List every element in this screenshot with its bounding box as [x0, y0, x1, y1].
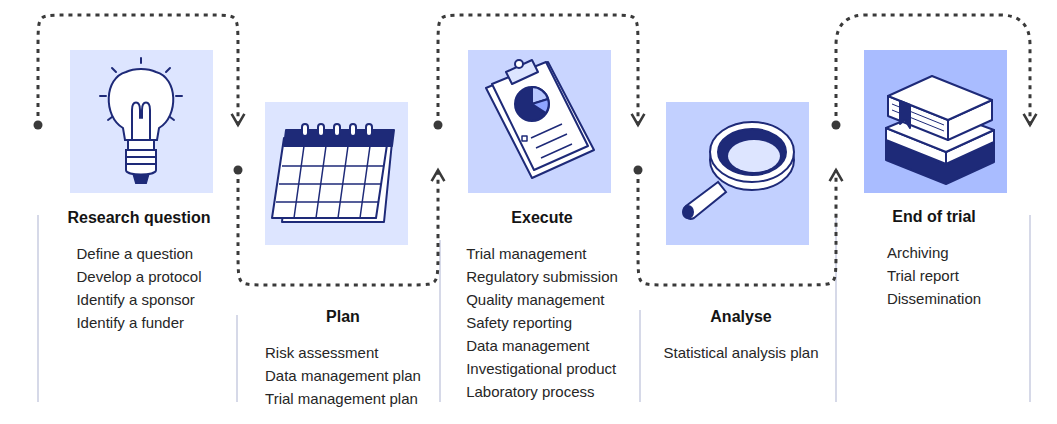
stage-column: End of trialArchivingTrial reportDissemi…	[836, 0, 1029, 424]
dotted-arrow	[38, 15, 238, 125]
stage-heading: Execute	[452, 207, 632, 229]
dotted-arrow	[836, 15, 1030, 125]
magnifier-icon	[683, 122, 794, 219]
clipboard-icon	[486, 60, 594, 178]
task-item: Trial management plan	[265, 387, 421, 410]
stage-column: PlanRisk assessmentData management planT…	[238, 0, 437, 424]
stage-heading: Analyse	[650, 306, 832, 328]
task-item: Identify a sponsor	[76, 288, 201, 311]
calendar-icon	[272, 124, 394, 222]
task-list: Risk assessmentData management planTrial…	[265, 341, 421, 410]
stage-text: PlanRisk assessmentData management planT…	[252, 306, 434, 410]
task-item: Archiving	[887, 241, 981, 264]
stage-column: ExecuteTrial managementRegulatory submis…	[438, 0, 637, 424]
icon-tile	[468, 50, 611, 193]
dotted-arrow	[238, 170, 438, 285]
stage-heading: End of trial	[848, 206, 1020, 228]
stage-text: AnalyseStatistical analysis plan	[650, 306, 832, 364]
separator-lines	[38, 215, 1030, 402]
task-item: Dissemination	[887, 287, 981, 310]
stage-heading: Research question	[50, 207, 228, 229]
task-item: Data management	[466, 334, 618, 357]
icon-tile	[70, 50, 213, 193]
task-item: Risk assessment	[265, 341, 421, 364]
dotted-arrow	[438, 15, 638, 125]
stage-column: AnalyseStatistical analysis plan	[638, 0, 835, 424]
task-item: Investigational product	[466, 357, 618, 380]
task-item: Trial report	[887, 264, 981, 287]
task-item: Define a question	[76, 242, 201, 265]
task-list: ArchivingTrial reportDissemination	[887, 241, 981, 310]
task-list: Trial managementRegulatory submissionQua…	[466, 242, 618, 403]
stage-text: End of trialArchivingTrial reportDissemi…	[848, 206, 1020, 310]
books-icon	[886, 76, 994, 184]
task-item: Quality management	[466, 288, 618, 311]
task-list: Statistical analysis plan	[663, 341, 818, 364]
stage-text: Research questionDefine a questionDevelo…	[50, 207, 228, 334]
lightbulb-icon	[100, 58, 182, 183]
stage-column: Research questionDefine a questionDevelo…	[38, 0, 237, 424]
task-item: Laboratory process	[466, 380, 618, 403]
task-item: Statistical analysis plan	[663, 341, 818, 364]
stage-heading: Plan	[252, 306, 434, 328]
dotted-arrow	[638, 170, 836, 285]
task-item: Regulatory submission	[466, 265, 618, 288]
icon-tile	[864, 50, 1007, 193]
task-item: Identify a funder	[76, 311, 201, 334]
task-item: Data management plan	[265, 364, 421, 387]
task-list: Define a questionDevelop a protocolIdent…	[76, 242, 201, 334]
task-item: Safety reporting	[466, 311, 618, 334]
icon-tile	[666, 102, 809, 245]
task-item: Develop a protocol	[76, 265, 201, 288]
stage-text: ExecuteTrial managementRegulatory submis…	[452, 207, 632, 403]
task-item: Trial management	[466, 242, 618, 265]
icon-tile	[265, 102, 408, 245]
